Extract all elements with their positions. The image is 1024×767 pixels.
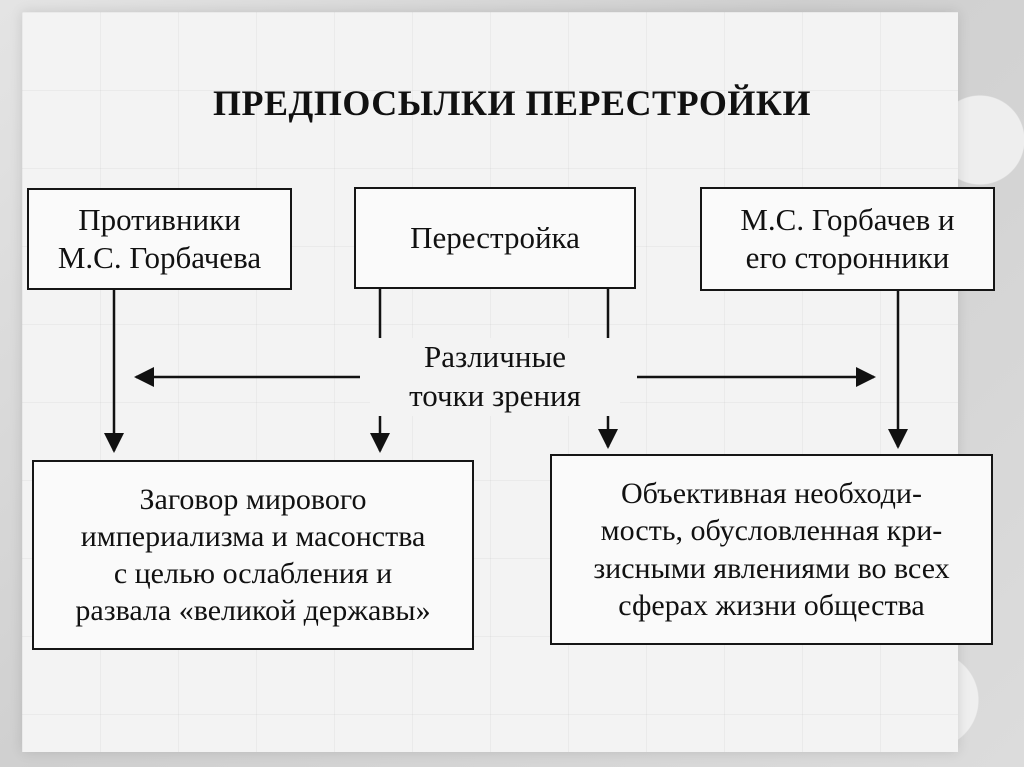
conspiracy-line-2: империализма и масонства (80, 519, 426, 553)
objective-necessity-box: Объективная необходи- мость, обусловленн… (550, 454, 993, 645)
opponents-line-2: М.С. Горбачева (57, 240, 262, 275)
opponents-line-1: Противники (78, 201, 241, 237)
perestroika-box: Перестройка (354, 187, 636, 289)
conspiracy-line-3: с целью ослабления и (113, 557, 393, 590)
viewpoints-label: Различные точки зрения (370, 338, 620, 416)
viewpoints-line-2: точки зрения (409, 377, 581, 413)
conspiracy-line-1: Заговор мирового (139, 482, 367, 516)
objective-line-1: Объективная необходи- (621, 477, 922, 511)
objective-line-2: мость, обусловленная кри- (600, 514, 943, 548)
opponents-box: Противники М.С. Горбачева (27, 188, 292, 290)
conspiracy-box: Заговор мирового империализма и масонств… (32, 460, 474, 650)
diagram-title: ПРЕДПОСЫЛКИ ПЕРЕСТРОЙКИ (213, 83, 811, 123)
conspiracy-line-4: развала «великой державы» (75, 594, 431, 628)
supporters-line-2: его сторонники (745, 240, 950, 275)
objective-line-3: зисными явлениями во всех (593, 551, 950, 585)
objective-line-4: сферах жизни общества (618, 588, 925, 622)
supporters-box: М.С. Горбачев и его сторонники (700, 187, 995, 291)
perestroika-label: Перестройка (410, 219, 580, 255)
viewpoints-line-1: Различные (423, 339, 567, 374)
supporters-line-1: М.С. Горбачев и (740, 201, 955, 237)
